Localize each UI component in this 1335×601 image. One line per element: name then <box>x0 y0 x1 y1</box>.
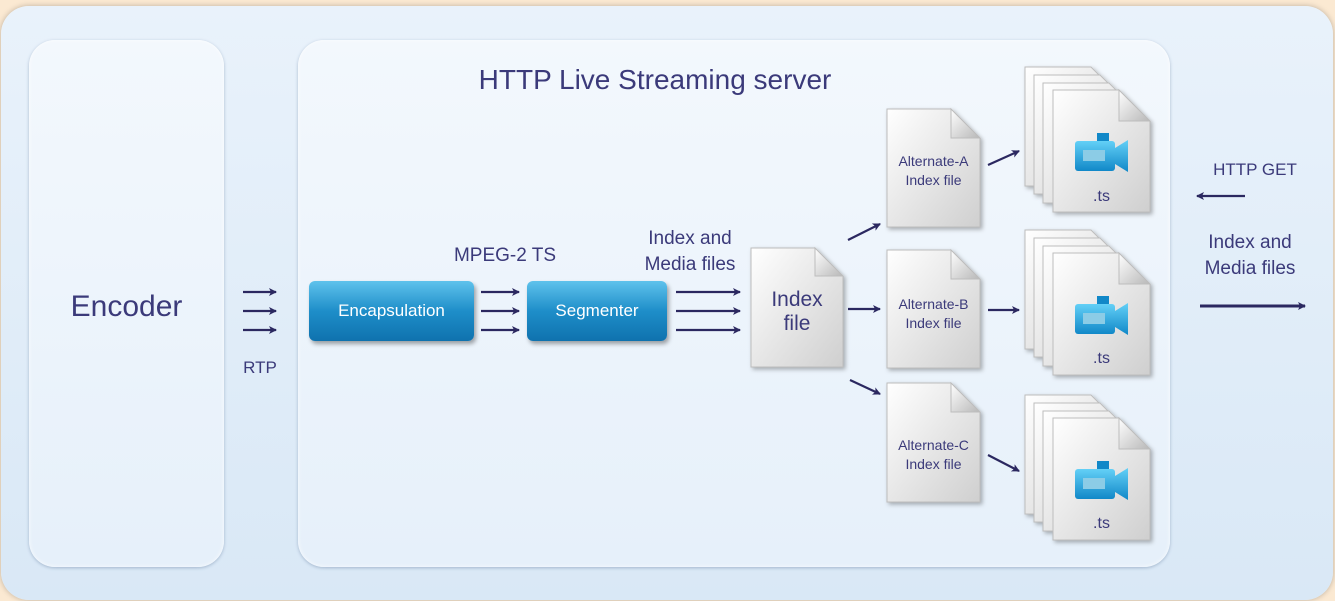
video-camera-icon <box>1075 133 1128 172</box>
index-file-line2: file <box>783 312 811 335</box>
alternate-a-doc <box>886 107 982 228</box>
alternate-a-line2: Index file <box>905 172 962 188</box>
media-stack-c <box>1024 394 1152 541</box>
alternate-b-line2: Index file <box>905 315 962 331</box>
alternate-c-doc <box>886 381 982 503</box>
ts-label-a: .ts <box>1093 188 1110 205</box>
video-camera-icon <box>1075 296 1128 335</box>
alternate-b-doc <box>886 248 982 369</box>
index-file-line1: Index <box>771 288 823 311</box>
media-stack-b <box>1024 229 1152 376</box>
server-title: HTTP Live Streaming server <box>478 64 832 95</box>
client-out-line2: Media files <box>1204 258 1296 279</box>
encoder-label: Encoder <box>70 290 183 323</box>
alternate-c-line2: Index file <box>905 456 962 472</box>
alternate-b-line1: Alternate-B <box>898 296 969 312</box>
media-stack-a <box>1024 66 1152 213</box>
ts-label-c: .ts <box>1093 515 1110 532</box>
ts-label-b: .ts <box>1093 350 1110 367</box>
index-file-doc <box>750 246 845 368</box>
rtp-label: RTP <box>243 358 277 377</box>
http-get-label: HTTP GET <box>1213 160 1297 179</box>
video-camera-icon <box>1075 461 1128 500</box>
encapsulation-block: Encapsulation <box>309 281 474 341</box>
index-media-label-2: Media files <box>644 254 736 275</box>
client-out-line1: Index and <box>1208 232 1292 253</box>
alternate-c-line1: Alternate-C <box>898 437 969 453</box>
segmenter-block: Segmenter <box>527 281 667 341</box>
mpeg-label: MPEG-2 TS <box>453 245 557 266</box>
flow-arrows <box>243 149 1306 472</box>
index-media-label-1: Index and <box>648 228 732 249</box>
encoder-panel <box>29 40 224 567</box>
alternate-a-line1: Alternate-A <box>898 153 969 169</box>
